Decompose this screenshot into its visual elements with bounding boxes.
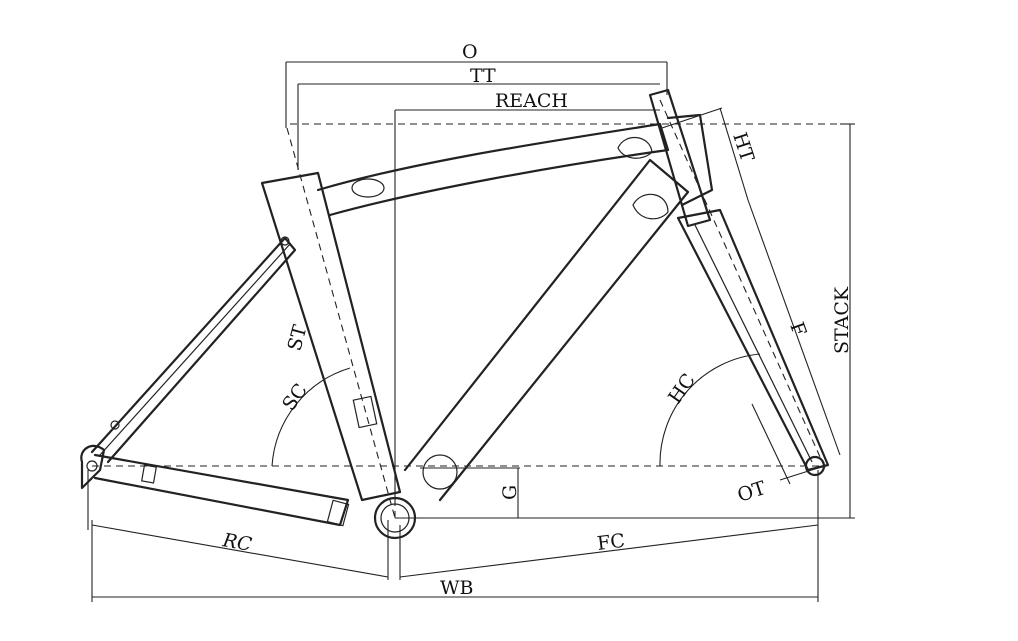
bottom-bracket: [373, 496, 417, 540]
dimension-fc: [399, 524, 819, 580]
frame-outline: [80, 88, 830, 540]
label-tt: TT: [470, 65, 496, 87]
top-tube: [316, 122, 670, 217]
front-axle: [804, 455, 826, 477]
dimension-ht: [661, 107, 749, 201]
label-stack: STACK: [831, 286, 853, 354]
angle-sc: [271, 367, 351, 467]
label-reach: REACH: [495, 90, 568, 112]
angle-hc: [659, 353, 761, 467]
label-ht: HT: [728, 130, 758, 165]
label-sc: SC: [278, 380, 312, 415]
rear-dropout: [80, 444, 106, 490]
label-rc: RC: [220, 529, 254, 556]
label-o: O: [462, 41, 478, 63]
label-fc: FC: [596, 530, 626, 555]
label-f: F: [785, 319, 810, 339]
dimension-stack: [395, 123, 855, 519]
head-tube: [648, 88, 712, 228]
fork: [676, 208, 830, 472]
label-hc: HC: [664, 370, 700, 408]
cable-port: [351, 178, 385, 198]
label-wb: WB: [440, 577, 474, 599]
dimension-wb: [91, 470, 819, 602]
label-g: G: [499, 485, 521, 500]
down-tube: [403, 158, 690, 502]
label-ot: OT: [735, 477, 769, 507]
dimension-tt: [297, 83, 660, 170]
chain-stay: [93, 453, 350, 527]
seat-tube: [260, 171, 402, 502]
dimension-f: [747, 199, 841, 456]
dimension-g: [420, 467, 520, 518]
dimension-reach: [394, 109, 660, 500]
